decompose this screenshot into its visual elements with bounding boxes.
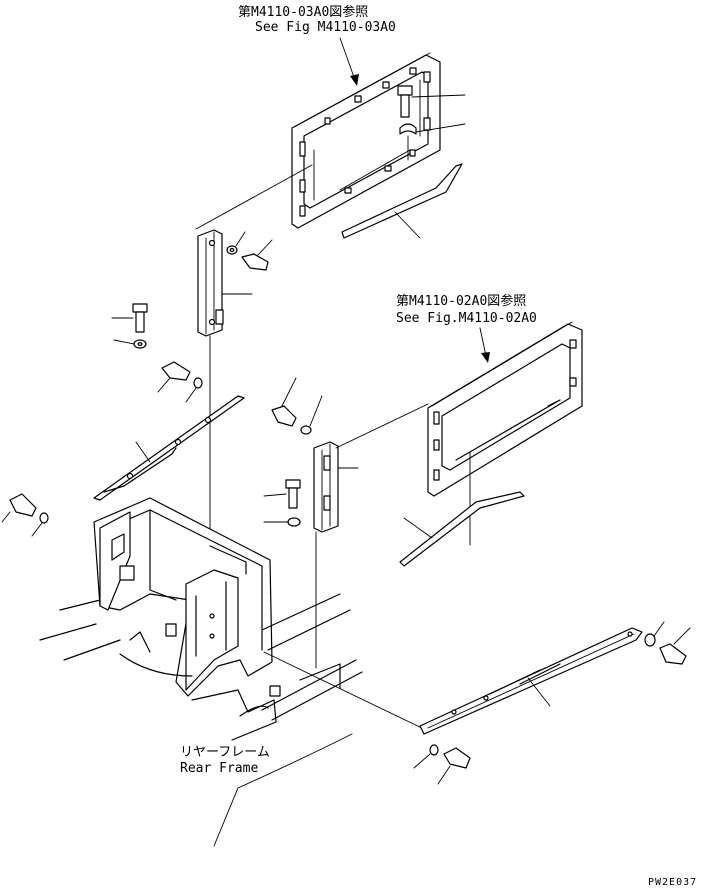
rear-frame	[39, 497, 363, 741]
rear-frame-jp-label: リヤーフレーム	[180, 745, 270, 760]
center-bracket-leader	[335, 403, 429, 449]
bolt-bar-left	[437, 747, 471, 785]
ref-upper-en-label: See Fig M4110-03A0	[255, 20, 396, 35]
upper-panel-leader	[195, 164, 313, 230]
bolt-center	[271, 377, 297, 427]
drawing-code: PW2E037	[648, 877, 697, 888]
ref-upper-jp-label: 第M4110-03A0図参照	[238, 4, 368, 20]
washer-bar-left	[413, 744, 439, 769]
bolt-crossbar	[157, 361, 191, 393]
frame-outline-line	[213, 733, 353, 847]
washer-left-mid	[113, 339, 147, 349]
ref-lower-en-label: See Fig.M4110-02A0	[396, 311, 537, 326]
frame-leader	[263, 651, 427, 731]
upper-ref-arrow	[339, 37, 359, 86]
bolt-bar-right	[659, 627, 691, 665]
lower-ref-arrow	[479, 327, 490, 363]
washer-center-low	[263, 517, 301, 527]
washer-crossbar	[185, 377, 203, 403]
washer-far-left	[31, 512, 49, 537]
washer-left-top	[226, 231, 246, 255]
lower-seal-strip	[399, 491, 525, 567]
bolt-left-top	[241, 239, 273, 271]
upper-clip	[399, 123, 466, 161]
washer-center	[300, 395, 323, 435]
left-bracket	[197, 229, 253, 621]
upper-bolt	[397, 85, 466, 118]
ref-lower-jp-label: 第M4110-02A0図参照	[396, 293, 526, 309]
center-bracket	[313, 441, 359, 669]
washer-bar-right	[644, 621, 665, 647]
long-bottom-bar	[419, 627, 643, 735]
bolt-left-mid	[111, 303, 148, 333]
left-crossbar	[93, 395, 245, 501]
bolt-center-low	[263, 479, 301, 509]
bolt-far-left	[1, 493, 37, 523]
rear-frame-en-label: Rear Frame	[180, 761, 258, 776]
lower-door-panel	[427, 321, 583, 546]
upper-seal-strip	[341, 163, 463, 239]
